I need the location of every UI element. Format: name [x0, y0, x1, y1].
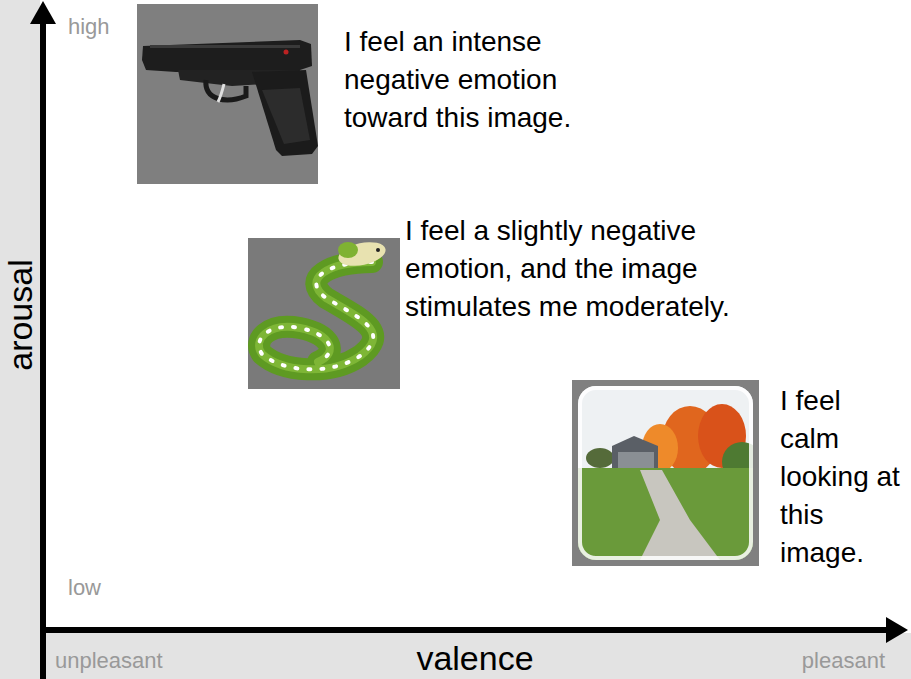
label-slot: high [68, 14, 158, 40]
label-slot: low [68, 575, 158, 601]
label-slot: valence [375, 640, 575, 676]
caption-text: I feel a slightly negative emotion, and … [405, 212, 730, 326]
axis-tick-label: low [68, 575, 158, 601]
axis-ground [0, 633, 911, 679]
y-axis-arrowhead [30, 1, 56, 24]
x-axis-arrowhead [886, 617, 908, 643]
landscape-image [572, 380, 762, 566]
y-axis [40, 20, 46, 679]
caption-text: I feel an intense negative emotion towar… [344, 23, 626, 137]
axis-end-label: pleasant [740, 648, 885, 674]
label-slot: pleasant [740, 648, 885, 674]
axis-end-label: unpleasant [55, 648, 215, 674]
label-slot: I feel calm looking at this image. [780, 382, 906, 572]
axis-tick-label: high [68, 14, 158, 40]
x-axis [40, 627, 888, 633]
axis-title: valence [375, 640, 575, 676]
gun-image [137, 4, 318, 184]
snake-image [248, 238, 400, 389]
caption-text: I feel calm looking at this image. [780, 382, 906, 572]
label-slot: I feel a slightly negative emotion, and … [405, 212, 730, 326]
axis-title: arousal [2, 215, 38, 415]
label-slot: I feel an intense negative emotion towar… [344, 23, 626, 137]
label-slot: arousal [2, 215, 38, 415]
label-slot: unpleasant [55, 648, 215, 674]
axis-ground [0, 0, 40, 679]
